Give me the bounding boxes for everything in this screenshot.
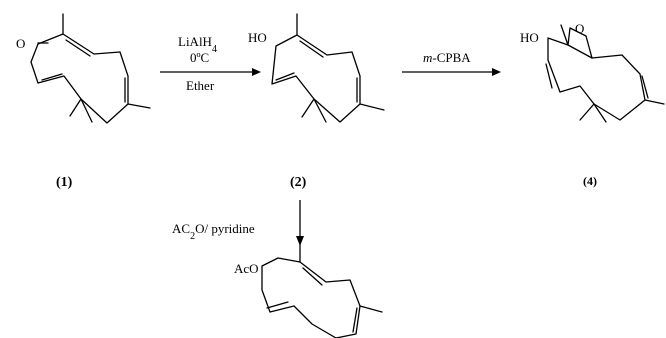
compound-4-hydroxyl-group: HO bbox=[520, 30, 539, 45]
compound-4-epoxide-oxygen: O bbox=[575, 21, 584, 36]
reagent-temperature: 0ºC bbox=[190, 50, 209, 65]
reagent-acetic-anhydride-pyridine: AC2O/ pyridine bbox=[172, 221, 255, 242]
compound-acetate-aco-group: AcO bbox=[234, 261, 259, 276]
compound-1-label: (1) bbox=[56, 175, 73, 190]
compound-2-label: (2) bbox=[290, 175, 307, 190]
reaction-arrow-1 bbox=[160, 68, 261, 76]
compound-1-oxygen-atom: O bbox=[16, 36, 25, 51]
compound-2-structure bbox=[271, 13, 385, 123]
compound-4-label: (4) bbox=[583, 174, 597, 188]
compound-2-hydroxyl-group: HO bbox=[248, 30, 267, 45]
reagent-solvent-ether: Ether bbox=[186, 78, 215, 93]
reagent-lialh4: LiAlH4 bbox=[178, 34, 217, 55]
compound-1-structure bbox=[30, 13, 151, 124]
compound-acetate-structure bbox=[261, 242, 383, 338]
reaction-arrow-2 bbox=[402, 68, 501, 76]
compound-4-structure bbox=[545, 24, 665, 123]
reaction-arrow-3 bbox=[296, 200, 304, 246]
reagent-mcpba: m-CPBA bbox=[423, 50, 471, 65]
